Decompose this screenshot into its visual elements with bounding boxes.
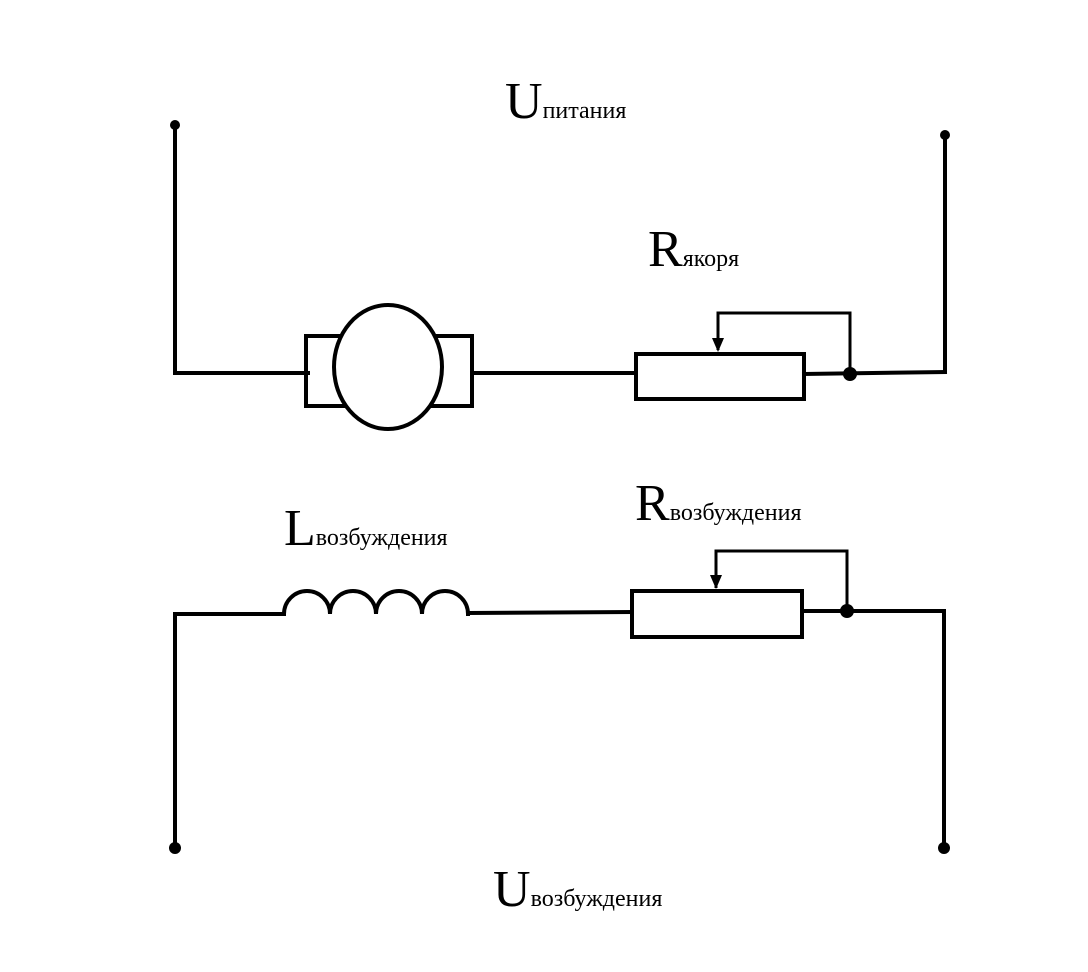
field-rheostat-symbol — [630, 549, 854, 639]
armature-circuit — [170, 120, 950, 431]
motor-armature-circle — [332, 303, 444, 431]
wire-coil-to-rheostat — [465, 609, 635, 616]
field-wiper-arrow-icon — [710, 575, 722, 589]
field-resistor-label: Rвозбуждения — [635, 475, 802, 532]
armature-wiper-arrow-icon — [712, 338, 724, 352]
field-coil-symbol — [281, 589, 471, 617]
field-resistor-body — [630, 589, 804, 639]
motor-armature-symbol — [304, 303, 474, 431]
left-supply-terminal — [170, 120, 180, 130]
right-field-terminal — [938, 842, 950, 854]
armature-resistor-body — [634, 352, 806, 401]
armature-wiper-lead — [716, 311, 852, 373]
field-circuit — [169, 549, 950, 854]
field-voltage-label: Uвозбуждения — [493, 861, 662, 918]
left-field-terminal — [169, 842, 181, 854]
field-wiper-lead — [714, 549, 849, 610]
field-inductance-label: Lвозбуждения — [284, 500, 448, 557]
armature-resistor-label: Rякоря — [648, 221, 739, 278]
wire-to-right-supply — [801, 369, 948, 377]
right-supply-terminal — [940, 130, 950, 140]
supply-voltage-label: Uпитания — [505, 73, 626, 130]
armature-rheostat-symbol — [634, 311, 857, 401]
